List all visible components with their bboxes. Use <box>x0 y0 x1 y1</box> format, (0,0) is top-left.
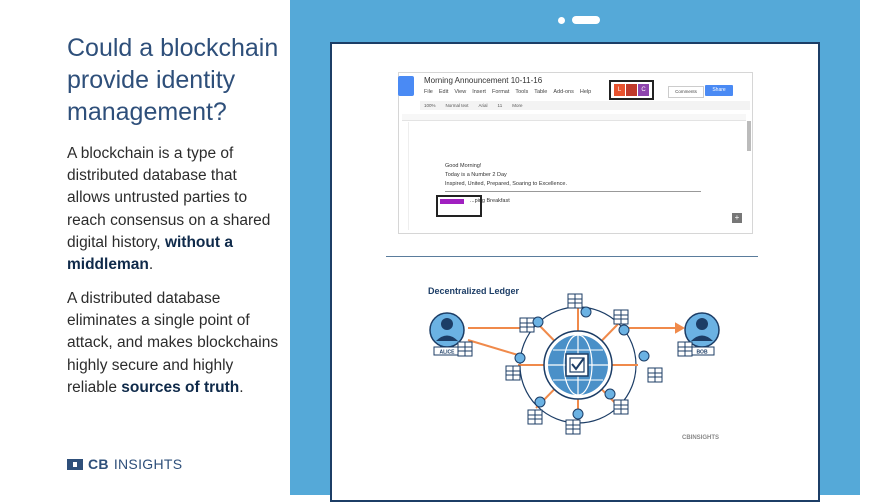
menu-edit[interactable]: Edit <box>438 89 449 95</box>
collaborator-cursor-highlight <box>436 195 482 217</box>
doc-toolbar: 100% Normal text Arial 11 More <box>420 101 750 110</box>
doc-line-2: Today is a Number 2 Day <box>445 172 507 178</box>
menu-view[interactable]: View <box>454 89 467 95</box>
doc-ruler <box>402 114 746 121</box>
style-select[interactable]: Normal text <box>445 103 469 108</box>
avatar-photo[interactable] <box>626 84 637 96</box>
ledger-title: Decentralized Ledger <box>428 286 520 296</box>
avatar-l[interactable]: L <box>614 84 625 96</box>
p2-text: A distributed database eliminates a sing… <box>67 290 279 396</box>
menu-insert[interactable]: Insert <box>472 89 486 95</box>
node-top <box>567 293 592 318</box>
menu-addons[interactable]: Add-ons <box>553 89 574 95</box>
node-bob-ledger <box>677 341 693 357</box>
left-panel: Could a blockchain provide identity mana… <box>0 0 292 495</box>
tablet-speaker-icon <box>572 16 600 24</box>
doc-page[interactable] <box>408 122 743 230</box>
node-right <box>638 350 663 383</box>
node-top-right <box>613 309 630 336</box>
doc-line-1: Good Morning! <box>445 163 482 169</box>
node-left <box>505 352 526 381</box>
paragraph-blockchain-definition: A blockchain is a type of distributed da… <box>67 143 282 276</box>
ledger-nodes <box>457 293 693 435</box>
gdocs-icon <box>398 76 414 96</box>
p1-bold: without a middleman <box>67 233 233 274</box>
alice-avatar-icon <box>429 312 465 348</box>
node-alice-ledger <box>457 341 473 357</box>
more-button[interactable]: More <box>512 103 523 108</box>
avatar-c[interactable]: C <box>638 84 649 96</box>
logo-insights: INSIGHTS <box>113 456 183 472</box>
ledger-footer-logo: CBINSIGHTS <box>682 435 720 441</box>
logo-cb: CB <box>88 456 109 472</box>
transfer-arrows <box>467 322 686 356</box>
node-top-left <box>519 316 544 333</box>
menu-help[interactable]: Help <box>579 89 592 95</box>
share-button[interactable]: Share <box>705 85 733 96</box>
p1-end: . <box>148 256 154 274</box>
menu-table[interactable]: Table <box>534 89 548 95</box>
globe-icon <box>543 330 613 400</box>
p1-text: A blockchain is a type of distributed da… <box>67 145 271 251</box>
alice-label: ALICE <box>440 350 456 356</box>
doc-line-4: ...ping Breakfast <box>470 198 510 204</box>
tablet-camera-icon <box>558 17 565 24</box>
comments-button[interactable]: Comments <box>668 86 704 98</box>
doc-title[interactable]: Morning Announcement 10-11-16 <box>424 76 543 85</box>
node-bottom-right <box>604 388 629 415</box>
cbinsights-mark-icon <box>67 458 83 470</box>
collaborator-cursor-tag <box>440 199 464 204</box>
paragraph-distributed-database: A distributed database eliminates a sing… <box>67 288 282 399</box>
font-select[interactable]: Arial <box>478 103 488 108</box>
node-bottom-left <box>527 396 546 425</box>
add-icon[interactable]: + <box>732 213 742 223</box>
doc-line-3: Inspired, United, Prepared, Soaring to E… <box>445 181 567 187</box>
menu-tools[interactable]: Tools <box>515 89 529 95</box>
menu-file[interactable]: File <box>424 89 433 95</box>
doc-menu-bar: File Edit View Insert Format Tools Table… <box>424 89 591 95</box>
p2-bold: sources of truth <box>121 378 240 396</box>
slide-title: Could a blockchain provide identity mana… <box>67 34 279 126</box>
size-select[interactable]: 11 <box>497 103 503 108</box>
collaborator-avatars: L C <box>609 80 654 100</box>
doc-horizontal-rule <box>445 191 701 192</box>
bob-label: BOB <box>696 350 708 356</box>
node-bottom <box>565 408 584 435</box>
menu-format[interactable]: Format <box>491 89 510 95</box>
screen-divider <box>386 256 758 257</box>
zoom-select[interactable]: 100% <box>424 103 436 108</box>
p2-end: . <box>239 378 244 396</box>
doc-scrollbar[interactable] <box>747 121 751 151</box>
